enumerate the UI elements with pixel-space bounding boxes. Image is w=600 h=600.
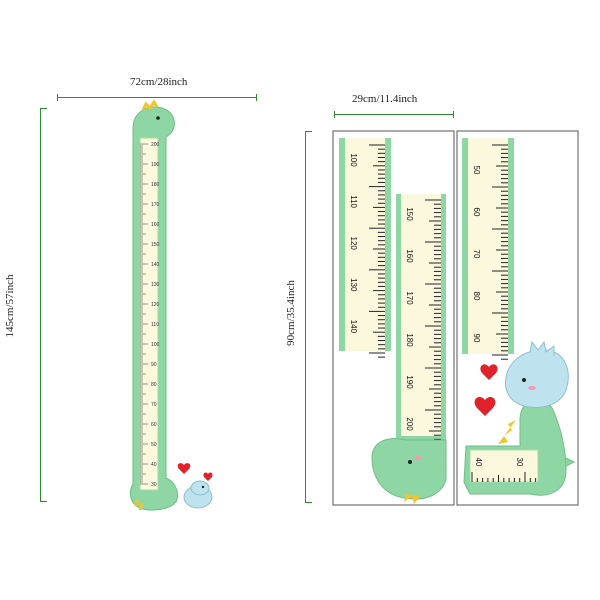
baby-dinosaur-icon xyxy=(505,340,569,408)
tick-label: 170 xyxy=(405,291,414,305)
sheet-width-line-cap-right xyxy=(453,111,454,118)
tail-spike xyxy=(133,499,144,511)
tick-label: 40 xyxy=(474,458,483,467)
full-height-line-cap-top xyxy=(40,108,47,109)
sheet-height-line xyxy=(305,131,306,503)
full-width-line-cap-left xyxy=(57,94,58,101)
strip3-labels: 50 60 70 80 90 xyxy=(472,166,481,343)
tick-label: 120 xyxy=(349,237,358,251)
tick-label: 140 xyxy=(349,320,358,334)
tick-label: 190 xyxy=(405,375,414,389)
tick-label: 150 xyxy=(151,242,160,248)
tick-label: 170 xyxy=(151,202,160,208)
heart-icon xyxy=(177,463,191,474)
tick-label: 30 xyxy=(151,482,157,488)
tick-label: 150 xyxy=(405,207,414,221)
spike xyxy=(141,99,159,111)
tick-label: 80 xyxy=(472,292,481,301)
tick-label: 90 xyxy=(472,334,481,343)
full-ruler-labels: 200 190 180 170 160 150 140 130 120 110 100 90 80 70 6… xyxy=(151,142,160,488)
tick-label: 100 xyxy=(151,342,160,348)
full-width-label: 72cm/28inch xyxy=(130,76,188,88)
sheet-height-line-cap-bottom xyxy=(305,502,312,503)
dinosaur-icon xyxy=(371,438,447,504)
tick-label: 90 xyxy=(151,362,157,368)
strip1-ticks xyxy=(369,144,385,358)
tick-label: 120 xyxy=(151,302,160,308)
strip2-ruler xyxy=(401,194,441,436)
sheet-width-line-cap-left xyxy=(334,111,335,118)
tick-label: 110 xyxy=(349,195,358,208)
heart-icon xyxy=(203,472,213,481)
base-ruler-ticks xyxy=(471,472,537,482)
sheet-height-line-cap-top xyxy=(305,131,312,132)
tick-label: 50 xyxy=(151,442,157,448)
tick-label: 130 xyxy=(349,278,358,292)
heart-icon xyxy=(480,364,498,380)
tick-label: 30 xyxy=(515,458,524,467)
tick-label: 100 xyxy=(349,153,358,167)
tick-label: 60 xyxy=(472,208,481,217)
tick-label: 180 xyxy=(405,333,414,347)
strip2-labels: 150 160 170 180 190 200 xyxy=(405,207,414,431)
tick-label: 160 xyxy=(405,249,414,263)
heart-icon xyxy=(474,396,496,416)
sheet-a: 100 110 120 130 140 150 160 170 180 190 200 xyxy=(332,130,455,506)
baby-dinosaur-icon xyxy=(183,480,213,509)
tick-label: 60 xyxy=(151,422,157,428)
tick-label: 70 xyxy=(151,402,157,408)
full-ruler-ticks xyxy=(140,143,148,485)
full-width-line xyxy=(57,97,257,98)
tick-label: 200 xyxy=(405,417,414,431)
full-height-line-cap-bottom xyxy=(40,501,47,502)
tick-label: 80 xyxy=(151,382,157,388)
full-height-line xyxy=(40,108,41,502)
base-ruler-labels: 30 40 xyxy=(474,458,524,467)
tick-label: 40 xyxy=(151,462,157,468)
tick-label: 140 xyxy=(151,262,160,268)
strip1-labels: 100 110 120 130 140 xyxy=(349,153,358,333)
tick-label: 160 xyxy=(151,222,160,228)
tick-label: 190 xyxy=(151,162,160,168)
full-width-line-cap-right xyxy=(256,94,257,101)
tick-label: 70 xyxy=(472,250,481,259)
tick-label: 200 xyxy=(151,142,160,148)
tick-label: 180 xyxy=(151,182,160,188)
tick-label: 110 xyxy=(151,322,159,328)
strip3-ticks xyxy=(492,144,508,360)
sheet-width-line xyxy=(334,114,454,115)
tick-label: 130 xyxy=(151,282,160,288)
sheet-b: 50 60 70 80 90 30 40 xyxy=(456,130,579,506)
dinosaur-eye xyxy=(156,116,160,120)
sheet-width-label: 29cm/11.4inch xyxy=(352,93,418,105)
full-ruler: 200 190 180 170 160 150 140 130 120 110 100 90 80 70 6… xyxy=(129,99,213,511)
tick-label: 50 xyxy=(472,166,481,175)
